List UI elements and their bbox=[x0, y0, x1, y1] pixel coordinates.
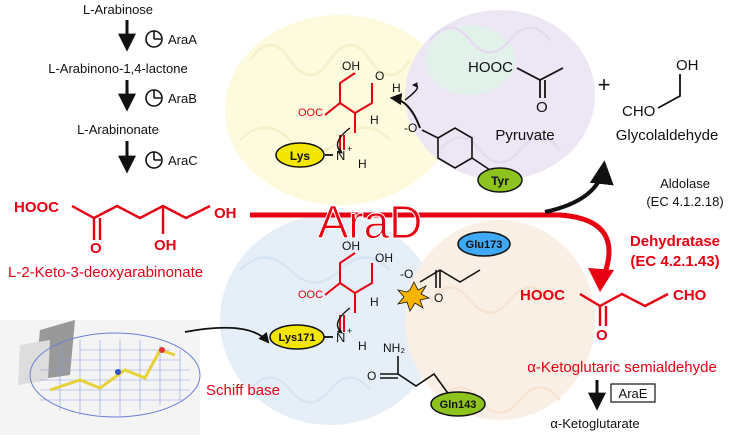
bottom-nh: H bbox=[358, 339, 367, 353]
plus-sign: + bbox=[598, 72, 611, 97]
lys171-label: Lys171 bbox=[279, 332, 316, 344]
glu173-residue bbox=[457, 231, 511, 257]
semialdehyde-cho: CHO bbox=[673, 287, 707, 304]
tyr-residue bbox=[477, 167, 523, 193]
electron-density-inset bbox=[0, 320, 201, 435]
top-nh: H bbox=[358, 157, 367, 171]
dehydratase-ec: (EC 4.2.1.43) bbox=[630, 253, 719, 270]
glycolaldehyde-label: Glycolaldehyde bbox=[616, 127, 719, 144]
arad-enzyme-label: AraD bbox=[318, 196, 423, 248]
substrate-name: L-2-Keto-3-deoxyarabinonate bbox=[8, 264, 203, 281]
top-n: N bbox=[336, 148, 345, 163]
araE-box bbox=[610, 383, 656, 403]
glycolaldehyde-cho: CHO bbox=[622, 103, 655, 120]
top-electron-arrow-2 bbox=[404, 82, 419, 101]
substrate-structure bbox=[71, 204, 211, 240]
schiff-base-label: Schiff base bbox=[206, 382, 280, 399]
pyruvate-structure bbox=[516, 67, 564, 98]
bottom-h: H bbox=[370, 295, 379, 309]
araB-label: AraB bbox=[168, 91, 197, 106]
substrate-oh-bottom: OH bbox=[154, 237, 177, 254]
top-n-plus: + bbox=[347, 144, 352, 154]
top-oh: OH bbox=[342, 59, 360, 73]
gln-o: O bbox=[367, 369, 376, 383]
top-h: H bbox=[392, 81, 401, 95]
glycolaldehyde-oh: OH bbox=[676, 57, 699, 74]
tyr-label: Tyr bbox=[491, 174, 509, 188]
bottom-ooc: OOC bbox=[298, 289, 323, 301]
pyruvate-hooc: HOOC bbox=[468, 59, 513, 76]
aldolase-ec: (EC 4.1.2.18) bbox=[646, 194, 723, 209]
glu-o-minus: -O bbox=[400, 267, 413, 281]
pyruvate-o: O bbox=[536, 99, 548, 116]
clash-burst-icon bbox=[396, 281, 431, 312]
araE-label: AraE bbox=[619, 386, 648, 401]
lys171-residue bbox=[269, 324, 325, 350]
gln143-residue bbox=[430, 391, 486, 417]
semialdehyde-hooc: HOOC bbox=[520, 287, 565, 304]
substrate-keto-o: O bbox=[90, 240, 102, 257]
gln143-label: Gln143 bbox=[440, 399, 477, 411]
lactone-label: L-Arabinono-1,4-lactone bbox=[48, 61, 187, 76]
tyr-phenol-ring bbox=[421, 127, 491, 171]
top-o: O bbox=[375, 69, 384, 83]
glu-o: O bbox=[434, 291, 443, 305]
enzyme-icon bbox=[145, 89, 163, 107]
araC-label: AraC bbox=[168, 153, 198, 168]
ketoglutarate-label: α-Ketoglutarate bbox=[550, 416, 639, 431]
arad-main-arrow bbox=[250, 212, 614, 292]
semialdehyde-name: α-Ketoglutaric semialdehyde bbox=[527, 359, 717, 376]
araA-label: AraA bbox=[168, 32, 197, 47]
gln-side-chain bbox=[380, 356, 451, 397]
arabinose-label: L-Arabinose bbox=[83, 2, 153, 17]
top-h2: H bbox=[370, 113, 379, 127]
bottom-n-plus: + bbox=[347, 326, 352, 336]
substrate-oh-right: OH bbox=[214, 205, 237, 222]
schiff-base-pointer-arrow bbox=[184, 326, 270, 344]
top-ooc: OOC bbox=[298, 107, 323, 119]
semialdehyde-o: O bbox=[596, 327, 608, 344]
pyruvate-label: Pyruvate bbox=[495, 127, 554, 144]
substrate-hooc: HOOC bbox=[14, 199, 59, 216]
arabinonate-label: L-Arabinonate bbox=[77, 122, 159, 137]
aldolase-label: Aldolase bbox=[660, 176, 710, 191]
tyr-proton-arrow bbox=[389, 93, 421, 129]
bottom-electron-arrow bbox=[336, 307, 351, 334]
dehydratase-label: Dehydratase bbox=[630, 233, 720, 250]
enzyme-icon bbox=[145, 151, 163, 169]
bottom-oh1: OH bbox=[342, 239, 360, 253]
gln-nh2: NH₂ bbox=[383, 341, 405, 355]
glu173-label: Glu173 bbox=[466, 239, 503, 251]
top-lys-label: Lys bbox=[290, 149, 311, 163]
semialdehyde-structure bbox=[579, 292, 669, 326]
tyr-o-minus: -O bbox=[404, 121, 417, 135]
aldolase-arrow bbox=[544, 160, 614, 214]
glycolaldehyde-structure bbox=[657, 74, 681, 109]
glu-side-chain bbox=[419, 269, 481, 288]
enzyme-icon bbox=[145, 30, 163, 48]
bottom-oh2: OH bbox=[375, 251, 393, 265]
bottom-n: N bbox=[336, 330, 345, 345]
top-lys-residue bbox=[275, 142, 325, 168]
top-mechanism-structure bbox=[324, 72, 373, 150]
top-electron-arrow bbox=[336, 127, 351, 154]
